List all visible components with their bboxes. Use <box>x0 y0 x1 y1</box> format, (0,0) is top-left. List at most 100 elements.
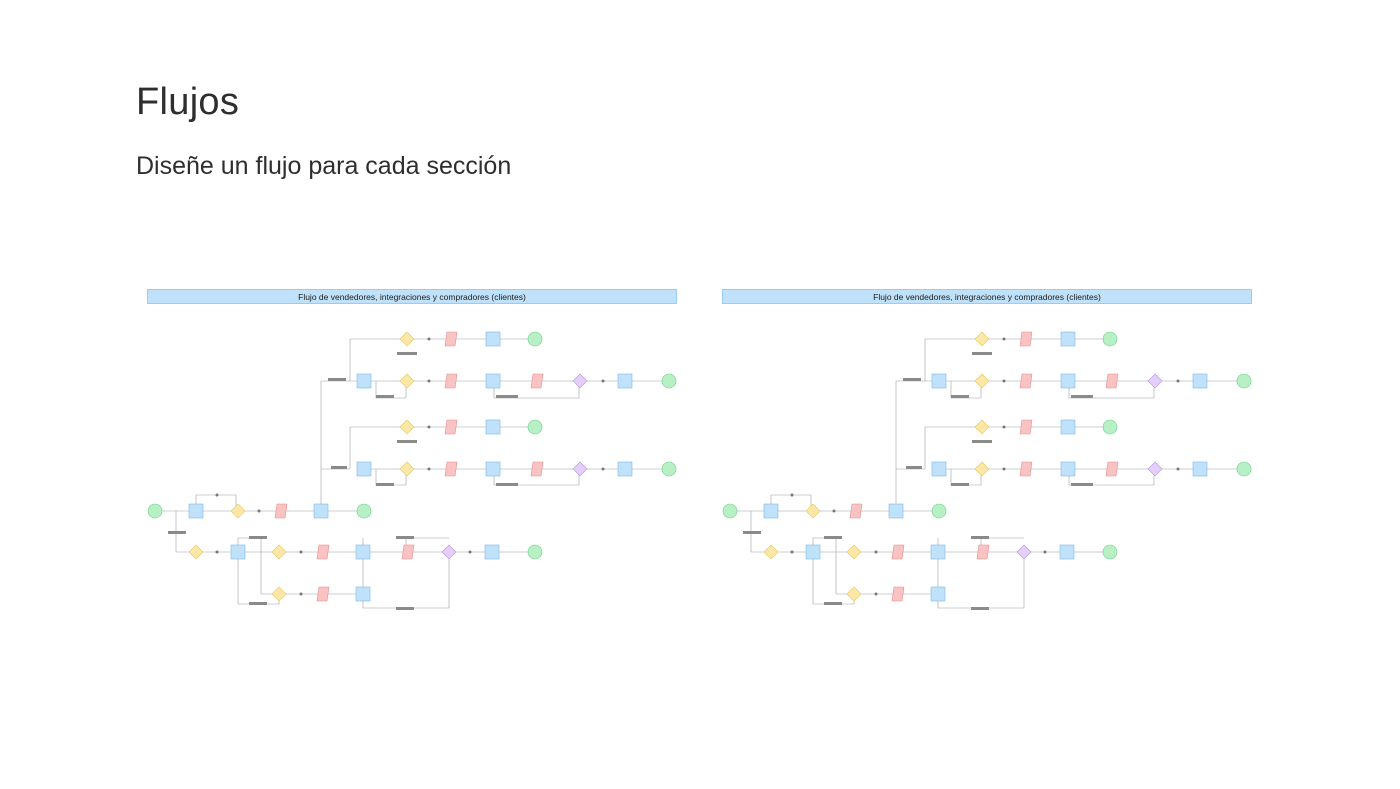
merge-node <box>572 373 588 389</box>
annotation-tag <box>496 483 518 486</box>
connector-dot <box>1002 337 1006 341</box>
merge-node <box>441 544 457 560</box>
io-node <box>530 373 544 389</box>
terminal-node <box>931 503 947 519</box>
io-node <box>1019 461 1033 477</box>
process-node <box>355 544 371 560</box>
process-node <box>484 544 500 560</box>
flow-diagram-left: Flujo de vendedores, integraciones y com… <box>146 288 678 618</box>
process-node <box>1060 373 1076 389</box>
annotation-tag <box>397 352 417 355</box>
terminal-node <box>1236 373 1252 389</box>
annotation-tag <box>972 352 992 355</box>
connector-dot <box>215 550 219 554</box>
decision-node <box>271 544 287 560</box>
annotation-tag <box>824 602 842 605</box>
decision-node <box>399 461 415 477</box>
flow-chart-canvas <box>722 331 1252 610</box>
decision-node <box>188 544 204 560</box>
process-node <box>930 544 946 560</box>
io-node <box>1105 373 1119 389</box>
annotation-tag <box>396 607 414 610</box>
process-node <box>313 503 329 519</box>
flow-connector <box>349 338 364 381</box>
process-node <box>763 503 779 519</box>
connector-dot <box>427 379 431 383</box>
connector-dot <box>427 425 431 429</box>
annotation-tag <box>906 466 922 469</box>
connector-dot <box>1002 379 1006 383</box>
flow-connector <box>493 381 580 399</box>
flow-connector <box>349 426 364 469</box>
terminal-node <box>1102 419 1118 435</box>
annotation-tag <box>903 378 921 381</box>
flow-chart-canvas <box>147 331 677 610</box>
flow-connector <box>375 469 407 486</box>
terminal-node <box>1102 331 1118 347</box>
decision-node <box>763 544 779 560</box>
decision-node <box>805 503 821 519</box>
connector-dot <box>1176 467 1180 471</box>
decision-node <box>974 373 990 389</box>
process-node <box>1192 461 1208 477</box>
annotation-tag <box>824 536 842 539</box>
connector-dot <box>1002 467 1006 471</box>
annotation-tag <box>168 531 186 534</box>
flow-connector <box>924 338 939 381</box>
flow-connector <box>950 469 982 486</box>
io-node <box>1019 419 1033 435</box>
annotation-tag <box>971 607 989 610</box>
annotation-tag <box>1071 483 1093 486</box>
connector-dot <box>468 550 472 554</box>
io-node <box>401 544 415 560</box>
io-node <box>316 586 330 602</box>
annotation-tag <box>1071 395 1093 398</box>
flow-connector <box>237 552 280 605</box>
process-node <box>485 373 501 389</box>
connector-dot <box>601 467 605 471</box>
annotation-tag <box>249 602 267 605</box>
annotation-tag <box>396 536 414 539</box>
terminal-node <box>527 331 543 347</box>
flow-connector <box>1068 381 1155 399</box>
io-node <box>316 544 330 560</box>
decision-node <box>271 586 287 602</box>
terminal-node <box>722 503 738 519</box>
terminal-node <box>661 373 677 389</box>
io-node <box>891 586 905 602</box>
io-node <box>530 461 544 477</box>
terminal-node <box>527 419 543 435</box>
connector-dot <box>299 550 303 554</box>
process-node <box>230 544 246 560</box>
annotation-tag <box>972 440 992 443</box>
process-node <box>356 461 372 477</box>
terminal-node <box>1236 461 1252 477</box>
io-node <box>274 503 288 519</box>
io-node <box>1019 331 1033 347</box>
decision-node <box>974 331 990 347</box>
connector-dot <box>1176 379 1180 383</box>
connector-dot <box>299 592 303 596</box>
process-node <box>485 461 501 477</box>
annotation-tag <box>496 395 518 398</box>
merge-node <box>1147 461 1163 477</box>
annotation-tag <box>397 440 417 443</box>
process-node <box>1060 331 1076 347</box>
terminal-node <box>356 503 372 519</box>
decision-node <box>846 544 862 560</box>
flow-connector <box>924 426 939 469</box>
process-node <box>485 419 501 435</box>
process-node <box>617 373 633 389</box>
process-node <box>1192 373 1208 389</box>
decision-node <box>846 586 862 602</box>
io-node <box>1019 373 1033 389</box>
connector-dot <box>601 379 605 383</box>
diagram-banner: Flujo de vendedores, integraciones y com… <box>722 289 1252 304</box>
process-node <box>888 503 904 519</box>
io-node <box>444 419 458 435</box>
decision-node <box>974 419 990 435</box>
annotation-tag <box>328 378 346 381</box>
decision-node <box>974 461 990 477</box>
process-node <box>485 331 501 347</box>
io-node <box>849 503 863 519</box>
